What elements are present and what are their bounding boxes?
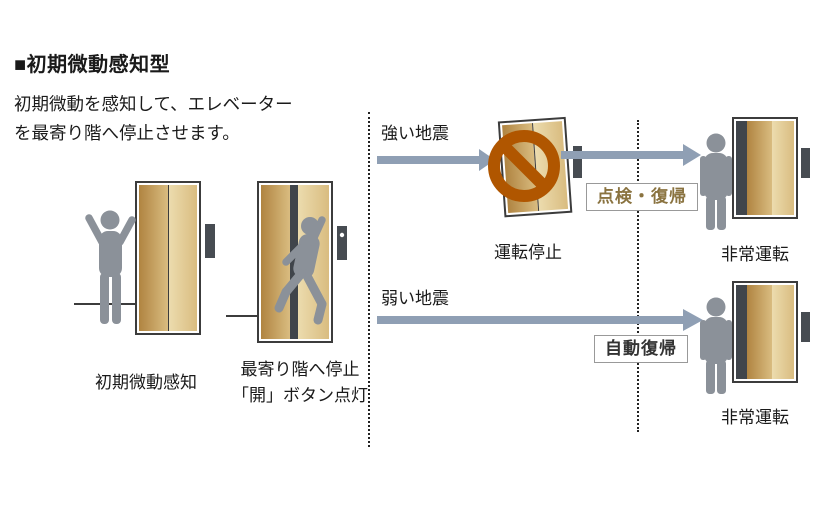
label-stop-line-1: 最寄り階へ停止: [240, 360, 360, 379]
elevator-door-open-icon: [732, 117, 798, 219]
diagram-description: 初期微動を感知して、エレベーター を最寄り階へ停止させます。: [14, 90, 293, 148]
elevator-door-icon: [135, 181, 201, 335]
person-boarding-icon: [700, 297, 732, 394]
badge-inspection-recovery: 点検・復帰: [586, 183, 698, 211]
call-button-icon: [801, 148, 810, 178]
label-weak-earthquake: 弱い地震: [381, 289, 449, 308]
description-line-2: を最寄り階へ停止させます。: [14, 123, 240, 143]
person-running-icon: [274, 216, 327, 325]
scene-initial-tremor: [74, 181, 215, 335]
arrow-recovery-icon: [561, 144, 701, 166]
call-button-icon: [337, 226, 347, 260]
scene-emergency-operation-bottom: [700, 281, 810, 394]
description-line-1: 初期微動を感知して、エレベーター: [14, 94, 293, 114]
label-strong-earthquake: 強い地震: [381, 124, 449, 143]
diagram-title: ■初期微動感知型: [14, 54, 171, 76]
open-button-lit-icon: [339, 232, 345, 238]
divider-dotted-left: [368, 112, 370, 447]
divider-dotted-right: [637, 120, 639, 432]
label-nearest-floor-stop: 最寄り階へ停止 「開」ボタン点灯: [218, 357, 382, 409]
arrow-weak-icon: [377, 309, 703, 331]
label-emergency-operation-bottom: 非常運転: [721, 408, 789, 427]
label-operation-halt: 運転停止: [494, 243, 562, 262]
prohibition-icon: [488, 130, 560, 202]
call-button-icon: [573, 146, 582, 178]
person-boarding-icon: [700, 133, 732, 230]
scene-operation-halt: [488, 116, 582, 218]
person-alarmed-icon: [85, 210, 136, 324]
badge-auto-recovery: 自動復帰: [594, 335, 688, 363]
call-button-icon: [801, 312, 810, 342]
label-initial-tremor: 初期微動感知: [95, 373, 197, 392]
label-stop-line-2: 「開」ボタン点灯: [232, 386, 368, 405]
call-button-icon: [205, 224, 215, 258]
scene-emergency-operation-top: [700, 117, 810, 230]
arrow-strong-icon: [377, 149, 495, 171]
elevator-door-open-icon: [732, 281, 798, 383]
scene-nearest-floor-stop: [226, 181, 347, 343]
label-emergency-operation-top: 非常運転: [721, 245, 789, 264]
